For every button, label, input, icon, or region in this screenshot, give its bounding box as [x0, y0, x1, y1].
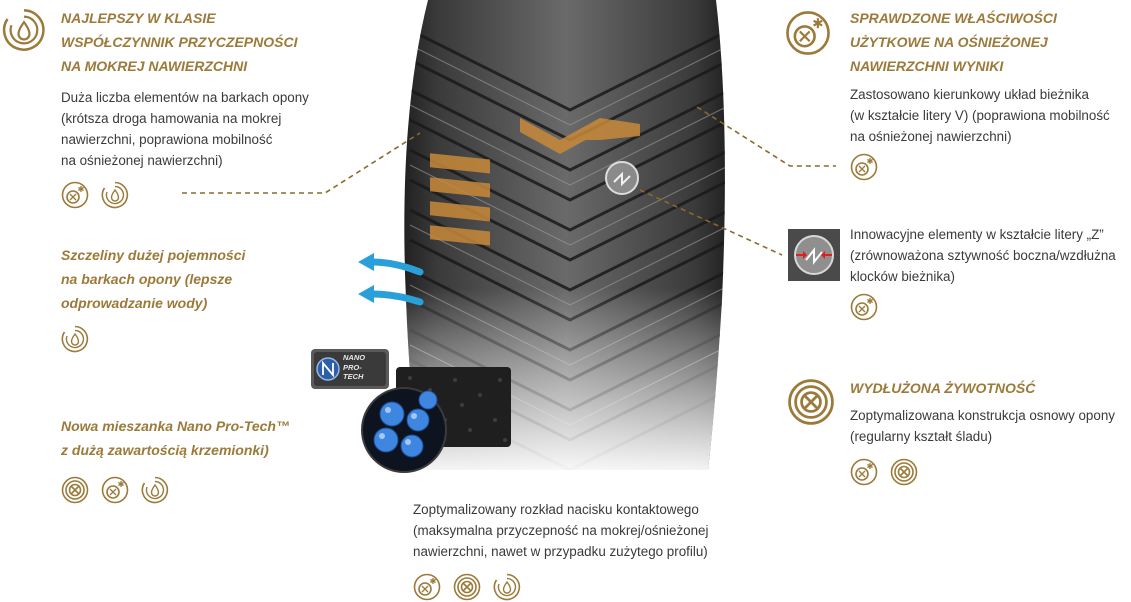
tire-snowflake-icon [785, 10, 831, 56]
longer-life-description: Zoptymalizowana konstrukcja osnowy opony… [850, 405, 1115, 447]
text-line: (regularny kształt śladu) [850, 429, 993, 444]
text-line: Zastosowano kierunkowy układ bieżnika [850, 87, 1089, 102]
tire-snowflake-icon [101, 476, 129, 504]
text-line: Innowacyjne elementy w kształcie litery … [850, 227, 1104, 242]
heading-line: NA MOKREJ NAWIERZCHNI [61, 58, 248, 74]
text-line: (w kształcie litery V) (poprawiona mobil… [850, 108, 1110, 123]
tire-snowflake-icon [61, 181, 89, 209]
grooves-heading: Szczeliny dużej pojemności na barkach op… [61, 243, 245, 315]
text-line: na ośnieżonej nawierzchni) [850, 129, 1012, 144]
tire-snowflake-icon [850, 458, 878, 486]
heading-line: Szczeliny dużej pojemności [61, 247, 246, 263]
tire-water-drop-icon [493, 573, 521, 601]
longer-life-heading: WYDŁUŻONA ŻYWOTNOŚĆ [850, 376, 1035, 400]
badge-line: PRO- [343, 362, 362, 372]
text-line: Duża liczba elementów na barkach opony [61, 90, 309, 105]
tire-water-drop-icon [61, 325, 89, 353]
z-element-icon [788, 229, 840, 281]
text-line: (maksymalna przyczepność na mokrej/ośnie… [413, 523, 709, 538]
badge-line: NANO [343, 353, 366, 362]
tire-rings-icon [453, 573, 481, 601]
nano-pro-tech-badge [311, 349, 389, 389]
text-line: nawierzchni, nawet w przypadku zużytego … [413, 544, 708, 559]
tire-rings-icon [787, 378, 835, 426]
z-elements-description: Innowacyjne elementy w kształcie litery … [850, 224, 1116, 287]
tire-water-drop-icon [141, 476, 169, 504]
text-line: Zoptymalizowana konstrukcja osnowy opony [850, 408, 1115, 423]
heading-line: na barkach opony (lepsze [61, 271, 233, 287]
heading-line: Nowa mieszanka Nano Pro-Tech™ [61, 418, 290, 434]
text-line: (zrównoważona sztywność boczna/wzdłużna [850, 248, 1116, 263]
heading-line: NAWIERZCHNI WYNIKI [850, 58, 1004, 74]
heading-line: SPRAWDZONE WŁAŚCIWOŚCI [850, 10, 1057, 26]
tire-rings-icon [61, 476, 89, 504]
tire-snowflake-icon [850, 293, 878, 321]
tire-snowflake-icon [850, 153, 878, 181]
contact-pressure-description: Zoptymalizowany rozkład nacisku kontakto… [413, 499, 708, 562]
heading-line: UŻYTKOWE NA OŚNIEŻONEJ [850, 34, 1048, 50]
tire-rings-icon [890, 458, 918, 486]
heading-line: z dużą zawartością krzemionki) [61, 442, 269, 458]
wet-grip-heading: NAJLEPSZY W KLASIE WSPÓŁCZYNNIK PRZYCZEP… [61, 6, 297, 78]
tire-water-drop-icon [101, 181, 129, 209]
nano-pro-tech-label: NANO PRO- TECH [343, 353, 365, 382]
heading-line: odprowadzanie wody) [61, 295, 208, 311]
wet-grip-description: Duża liczba elementów na barkach opony (… [61, 87, 309, 171]
snow-performance-heading: SPRAWDZONE WŁAŚCIWOŚCI UŻYTKOWE NA OŚNIE… [850, 6, 1057, 78]
heading-line: NAJLEPSZY W KLASIE [61, 10, 216, 26]
badge-line: TECH [343, 372, 364, 381]
text-line: klocków bieżnika) [850, 269, 955, 284]
text-line: na ośnieżonej nawierzchni) [61, 153, 223, 168]
text-line: Zoptymalizowany rozkład nacisku kontakto… [413, 502, 699, 517]
heading-line: WYDŁUŻONA ŻYWOTNOŚĆ [850, 380, 1036, 396]
tire-water-drop-icon [2, 8, 46, 52]
heading-line: WSPÓŁCZYNNIK PRZYCZEPNOŚCI [61, 34, 298, 50]
snow-performance-description: Zastosowano kierunkowy układ bieżnika (w… [850, 84, 1110, 147]
tire-snowflake-icon [413, 573, 441, 601]
text-line: (krótsza droga hamowania na mokrej [61, 111, 282, 126]
compound-heading: Nowa mieszanka Nano Pro-Tech™ z dużą zaw… [61, 414, 290, 462]
text-line: nawierzchni, poprawiona mobilność [61, 132, 273, 147]
